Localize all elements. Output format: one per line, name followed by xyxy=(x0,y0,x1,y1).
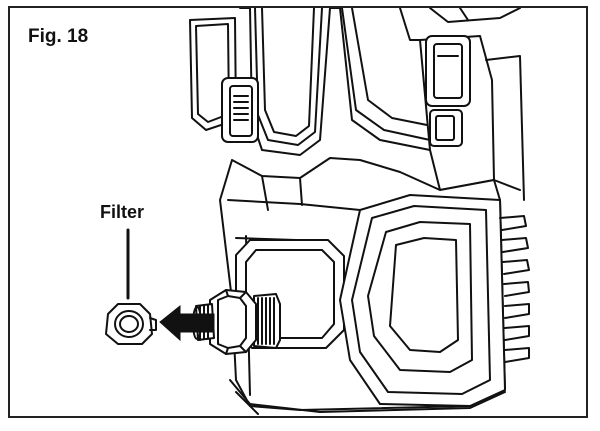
filter-ring xyxy=(105,303,157,345)
removal-arrow-icon xyxy=(159,304,215,342)
base-plate xyxy=(229,379,506,415)
switch-left xyxy=(221,77,259,143)
filter-callout-label: Filter xyxy=(100,202,145,222)
vent-fins xyxy=(499,215,530,363)
handle-frame xyxy=(239,8,521,156)
front-panel xyxy=(339,194,506,407)
switch-right xyxy=(425,35,471,147)
figure-label: Fig. 18 xyxy=(28,26,89,47)
